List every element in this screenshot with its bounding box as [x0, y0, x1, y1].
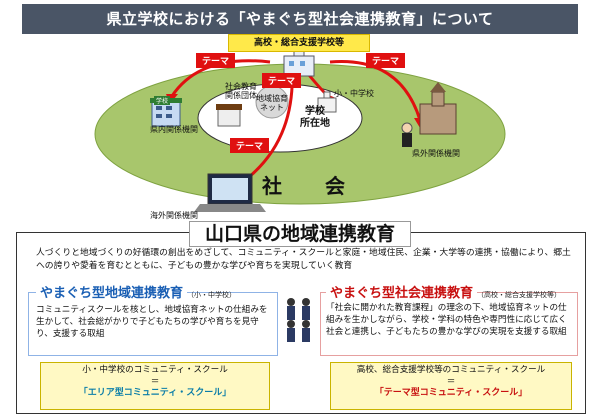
- left-box-line1: 小・中学校のコミュニティ・スクール: [82, 365, 228, 375]
- people-group-icon: [287, 298, 310, 342]
- right-yellow-box: 高校、総合支援学校等のコミュニティ・スクール ＝ 「テーマ型コミュニティ・スクー…: [330, 362, 572, 410]
- network-label: 地域協育 ネット: [256, 94, 288, 112]
- prefectural-label: 県内関係機関: [150, 125, 198, 134]
- left-heading: やまぐち型地域連携教育（小・中学校）: [36, 282, 236, 301]
- left-box-line2: ＝: [150, 377, 160, 387]
- page-title: 県立学校における「やまぐち型社会連携教育」について: [22, 4, 578, 34]
- elem-junior-label: 小・中学校: [334, 89, 374, 98]
- left-heading-note: （小・中学校）: [187, 291, 237, 299]
- right-box-line2: ＝: [446, 377, 456, 387]
- social-education-label: 社会教育 関係団体: [225, 82, 257, 100]
- theme-tag-bottom: テーマ: [230, 138, 270, 153]
- theme-tag-center: テーマ: [262, 73, 302, 88]
- arrow-to-outside: [329, 59, 422, 121]
- university-building-icon: [419, 82, 457, 135]
- high-school-building-icon: [283, 47, 315, 77]
- main-title: 山口県の地域連携教育: [189, 221, 411, 247]
- school-location-label: 学校 所在地: [300, 106, 330, 129]
- right-heading-note: （高校・総合支援学校等）: [477, 291, 562, 299]
- overseas-label: 海外関係機関: [150, 211, 198, 220]
- left-body: コミュニティスクールを核とし、地域協育ネットの仕組みを生かして、社会総がかりで子…: [36, 305, 268, 339]
- right-body: 「社会に開かれた教育課程」の理念の下、地域協育ネットの仕組みを生かしながら、学校…: [326, 303, 567, 337]
- outside-label: 県外関係機関: [412, 149, 460, 158]
- elementary-school-icon: [317, 91, 337, 113]
- left-heading-text: やまぐち型地域連携教育: [36, 286, 188, 301]
- community-hall-icon: [216, 104, 242, 127]
- high-school-label: 高校・総合支援学校等: [228, 34, 370, 52]
- theme-tag-right: テーマ: [366, 53, 406, 68]
- left-box-line3: 「エリア型コミュニティ・スクール」: [78, 388, 232, 398]
- laptop-icon: [194, 173, 266, 212]
- right-box-line3: 「テーマ型コミュニティ・スクール」: [374, 388, 528, 398]
- intro-text: 人づくりと地域づくりの好循環の創出をめざして、コミュニティ・スクールと家庭・地域…: [36, 248, 571, 271]
- graduate-person-icon: [401, 122, 413, 147]
- school-sign: 学校: [154, 96, 171, 105]
- theme-tag-left: テーマ: [196, 53, 236, 68]
- left-yellow-box: 小・中学校のコミュニティ・スクール ＝ 「エリア型コミュニティ・スクール」: [40, 362, 270, 410]
- right-heading: やまぐち型社会連携教育（高校・総合支援学校等）: [326, 282, 561, 301]
- collaboration-diagram: [94, 47, 506, 212]
- right-heading-text: やまぐち型社会連携教育: [326, 286, 478, 301]
- society-label: 社 会: [262, 174, 363, 198]
- right-box-line1: 高校、総合支援学校等のコミュニティ・スクール: [356, 365, 546, 375]
